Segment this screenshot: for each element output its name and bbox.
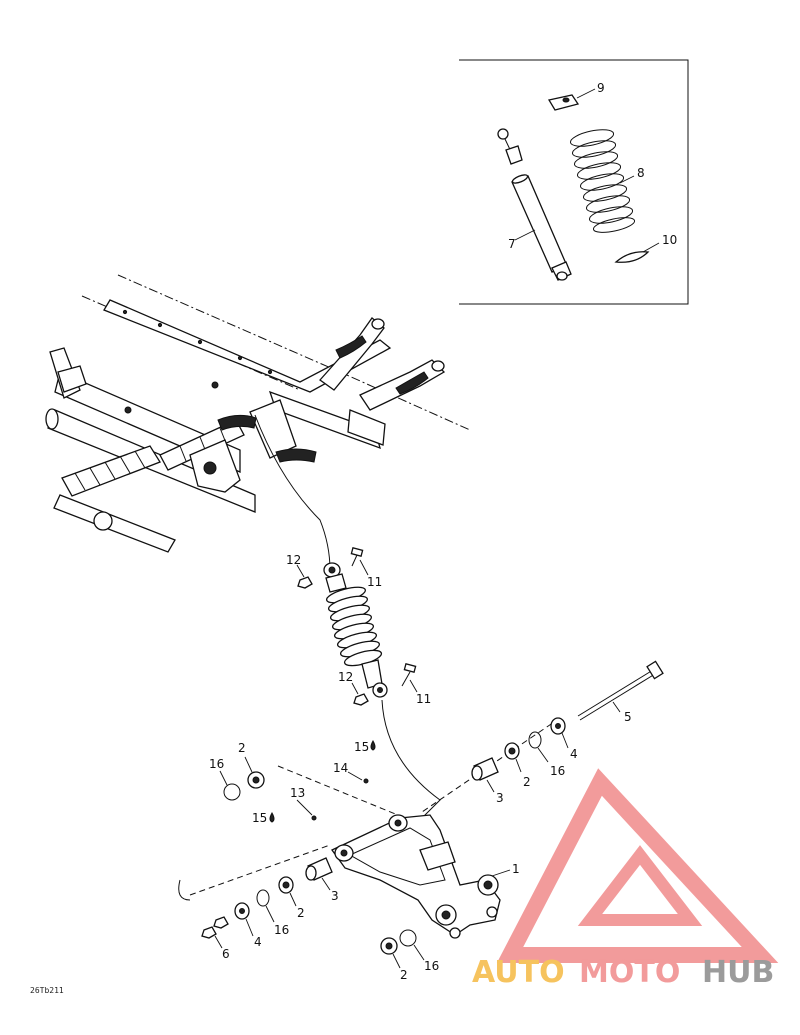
logo-word-auto: AUTO (472, 955, 565, 990)
vehicle-frame (45, 274, 471, 553)
right-washer-4 (550, 717, 569, 749)
callout-7: 7 (508, 237, 516, 251)
callout-4-right: 4 (570, 747, 578, 761)
callout-11-lower: 11 (416, 692, 431, 706)
damper-body-inset (497, 128, 572, 281)
callout-16-bottom: 16 (424, 959, 439, 973)
callout-1: 1 (512, 862, 520, 876)
callout-15-lower: 15 (252, 811, 267, 825)
callout-15-upper: 15 (354, 740, 369, 754)
logo-word-moto: MOTO (579, 955, 680, 990)
frame-mesh-panel (61, 419, 245, 497)
callout-labels: 9 8 7 10 12 11 12 11 5 4 16 2 3 15 2 16 … (209, 81, 677, 982)
logo-inner-triangle (577, 845, 703, 926)
callout-8: 8 (637, 166, 645, 180)
left-spacer-3 (305, 857, 333, 891)
left-shim-16 (256, 889, 275, 923)
coil-spring-inset (569, 129, 636, 233)
upper-shock-nut (296, 564, 313, 589)
bottom-bushing-2 (380, 937, 401, 969)
diagram-reference-code: 26Tb211 (30, 986, 64, 995)
lower-shock-nut (351, 682, 369, 706)
upper-shock-bolt (350, 547, 369, 576)
bottom-shim-16 (399, 929, 425, 961)
left-bushing-2 (278, 876, 297, 907)
pivot-bolt (577, 660, 664, 721)
callout-16-left: 16 (274, 923, 289, 937)
watermark-logo: AUTO MOTO HUB (472, 768, 779, 990)
right-spacer-3 (471, 757, 499, 793)
lower-spring-seat (614, 242, 660, 263)
callout-2-bottom: 2 (400, 968, 408, 982)
shock-coil-spring (325, 586, 383, 667)
upper-left-bushing-2 (244, 756, 265, 789)
callout-16-right: 16 (550, 764, 565, 778)
callout-14: 14 (333, 761, 348, 775)
callout-13: 13 (290, 786, 305, 800)
callout-3-left: 3 (331, 889, 339, 903)
right-shim-16 (528, 731, 549, 763)
shock-absorber-assembly (323, 562, 388, 698)
lower-shock-bolt (401, 663, 418, 693)
callout-6: 6 (222, 947, 230, 961)
callout-2-left: 2 (297, 906, 305, 920)
logo-triangle-mark (496, 768, 779, 963)
callout-12-lower: 12 (338, 670, 353, 684)
spring-retainer-clip (547, 88, 596, 111)
callout-3-right: 3 (496, 791, 504, 805)
lubricant-marker-lower (269, 811, 275, 823)
callout-9: 9 (597, 81, 605, 95)
callout-5: 5 (624, 710, 632, 724)
callout-11-upper: 11 (367, 575, 382, 589)
grease-fitting-13 (296, 799, 317, 821)
grease-fitting-14 (347, 771, 369, 784)
callout-16-upper-left: 16 (209, 757, 224, 771)
callout-2-right: 2 (523, 775, 531, 789)
logo-word-hub: HUB (702, 955, 774, 990)
callout-4-left: 4 (254, 935, 262, 949)
callout-12-upper: 12 (286, 553, 301, 567)
logo-outer-triangle (496, 768, 779, 963)
upper-left-shim-16 (219, 770, 241, 801)
callout-10: 10 (662, 233, 677, 247)
left-washer-4 (234, 902, 254, 937)
left-nut-6 (201, 916, 229, 949)
callout-2-upper-left: 2 (238, 741, 246, 755)
right-bushing-2 (504, 742, 522, 773)
lubricant-marker-upper (370, 739, 376, 751)
inset-box (459, 59, 689, 305)
swing-arm (331, 814, 511, 939)
